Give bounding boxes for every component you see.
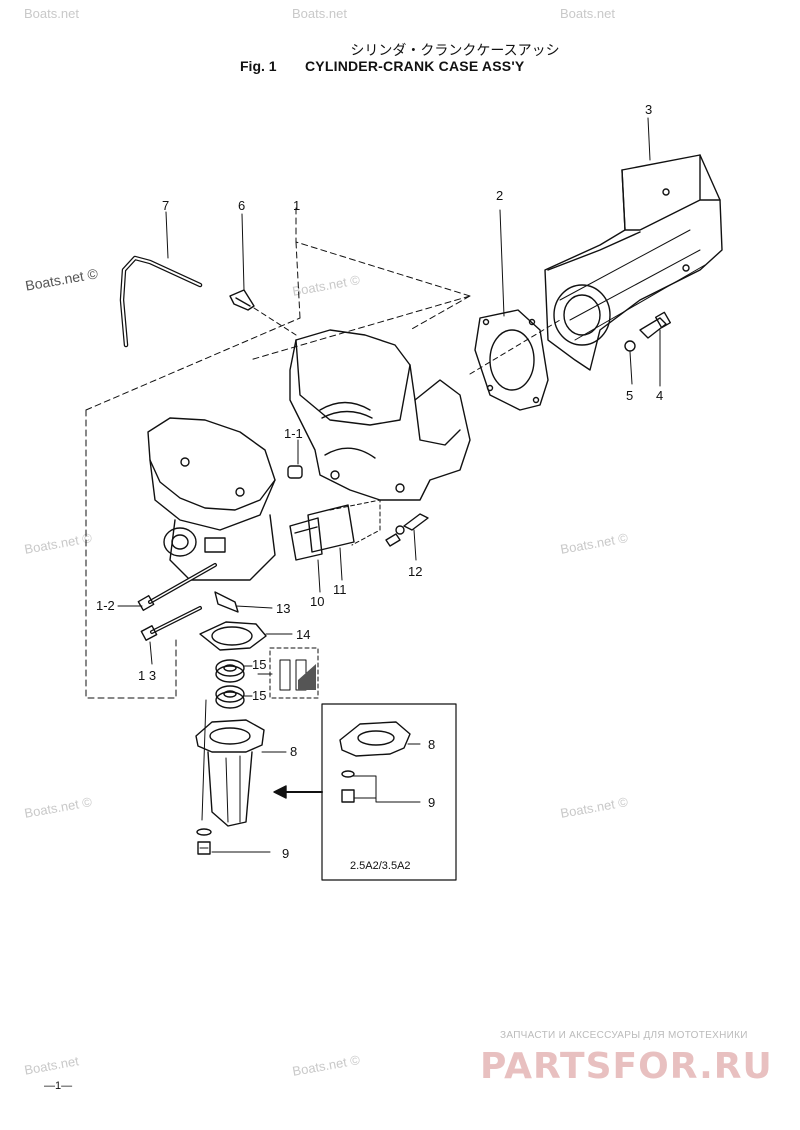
callout-1: 1	[293, 198, 301, 213]
callout-11: 11	[333, 582, 347, 597]
part-13-dowel	[214, 591, 239, 613]
part-9-bolt	[196, 828, 212, 855]
callout-12: 12	[408, 564, 423, 579]
callout-9-inset: 9	[428, 795, 436, 810]
part-15-seal-upper	[215, 659, 245, 683]
part-2-gasket	[474, 309, 549, 411]
callout-7: 7	[162, 198, 170, 213]
watermark: Boats.net	[24, 6, 79, 21]
part-3-cover	[544, 154, 723, 371]
callout-8-inset: 8	[428, 737, 436, 752]
callout-10: 10	[310, 594, 325, 609]
part-1-crankcase	[289, 329, 471, 501]
callout-1-2: 1-2	[96, 598, 115, 613]
part-8-housing	[195, 719, 265, 827]
figure-label: Fig. 1	[240, 58, 277, 74]
part-11-plate	[307, 504, 355, 553]
part-14-gasket	[199, 621, 267, 651]
part-10-reed	[289, 517, 323, 561]
page-number: —1—	[44, 1080, 73, 1092]
callout-15-lower: 15	[252, 688, 267, 703]
callout-2: 2	[496, 188, 504, 203]
callout-15-upper: 15	[252, 657, 267, 672]
title-japanese: シリンダ・クランクケースアッシ	[350, 43, 560, 59]
watermark: Boats.net	[292, 6, 347, 21]
part-4-bolt	[639, 311, 672, 339]
inset-frame	[321, 703, 457, 881]
part-5-washer	[624, 340, 636, 352]
callout-1-3: 1 3	[138, 668, 157, 683]
inset-part-8-housing	[339, 721, 411, 757]
callout-14: 14	[296, 627, 311, 642]
part-15-seal-lower	[215, 685, 245, 709]
callout-1-1: 1-1	[284, 426, 303, 441]
part-1-2-bolt	[137, 563, 217, 612]
callout-13: 13	[276, 601, 291, 616]
part-13-bolt	[140, 606, 202, 641]
callout-5: 5	[626, 388, 634, 403]
inset-part-9-bolt	[341, 770, 355, 803]
assembly-group-outline	[85, 207, 471, 699]
callout-6: 6	[238, 198, 246, 213]
callout-4: 4	[656, 388, 664, 403]
inset-variant-label: 2.5A2/3.5A2	[350, 860, 411, 872]
shop-logo: PARTSFOR.RU	[480, 1046, 773, 1087]
diagram-title: CYLINDER-CRANK CASE ASS'Y	[305, 58, 525, 74]
callout-9: 9	[282, 846, 290, 861]
part-7-hose	[119, 255, 203, 348]
part-6-nipple	[229, 289, 255, 311]
callout-3: 3	[645, 102, 653, 117]
part-1-1-pin	[287, 465, 303, 479]
callout-8: 8	[290, 744, 298, 759]
watermark: Boats.net	[560, 6, 615, 21]
part-12-screws	[385, 513, 429, 547]
shop-tagline: ЗАПЧАСТИ И АКСЕССУАРЫ ДЛЯ МОТОТЕХНИКИ	[500, 1030, 748, 1041]
crankcase-lower-half	[147, 417, 276, 581]
